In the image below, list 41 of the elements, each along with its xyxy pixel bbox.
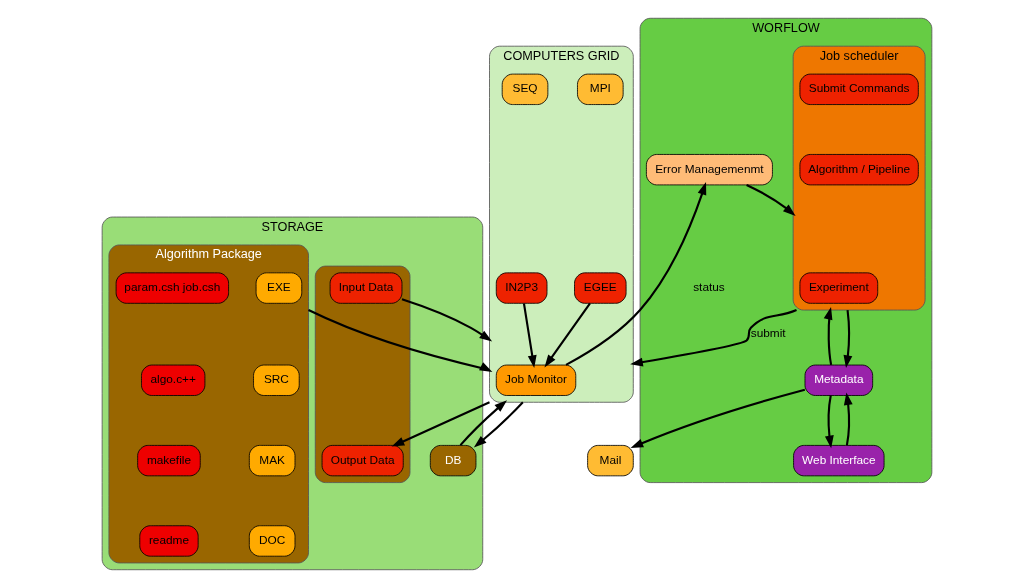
node-box: Experiment — [799, 272, 878, 304]
arrow — [522, 303, 537, 369]
node-box: readme — [138, 525, 199, 557]
node-box: SEQ — [501, 73, 548, 105]
node-box: Input Data — [329, 272, 402, 304]
edge-label: status — [692, 280, 725, 295]
node-box: EXE — [255, 272, 302, 304]
node-box: SRC — [252, 364, 300, 396]
arrow — [843, 392, 853, 446]
node-box: Output Data — [321, 444, 404, 477]
arrow — [473, 401, 524, 448]
node-box: Algorithm / Pipeline — [799, 154, 919, 186]
edge-label: submit — [750, 326, 786, 341]
node-box: MAK — [248, 444, 295, 477]
node-box: Mail — [586, 444, 634, 477]
arrow — [459, 400, 507, 446]
arrow — [307, 309, 492, 372]
node-box: Job Monitor — [495, 364, 576, 396]
arrow — [401, 298, 492, 342]
arrow — [824, 395, 834, 449]
node-box: DOC — [248, 525, 295, 557]
arrow — [391, 401, 490, 447]
cluster — [314, 265, 410, 484]
arrow — [629, 309, 797, 367]
arrow — [630, 388, 805, 449]
arrow — [565, 181, 706, 366]
node-box: MPI — [576, 73, 624, 105]
node-box: IN2P3 — [495, 272, 547, 304]
arrow — [745, 184, 796, 216]
node-box: Web Interface — [792, 444, 884, 477]
node-box: DB — [429, 444, 476, 477]
node-box: param.csh job.csh — [115, 272, 229, 304]
arrow — [823, 306, 832, 366]
node-box: algo.c++ — [140, 364, 205, 396]
node-box: makefile — [136, 444, 201, 477]
arrow — [843, 309, 852, 369]
node-box: Error Managemenmt — [645, 154, 773, 186]
node-box: Submit Commands — [799, 73, 919, 105]
node-box: EGEE — [573, 272, 627, 304]
arrow — [543, 302, 591, 368]
node-box: Metadata — [804, 364, 873, 396]
